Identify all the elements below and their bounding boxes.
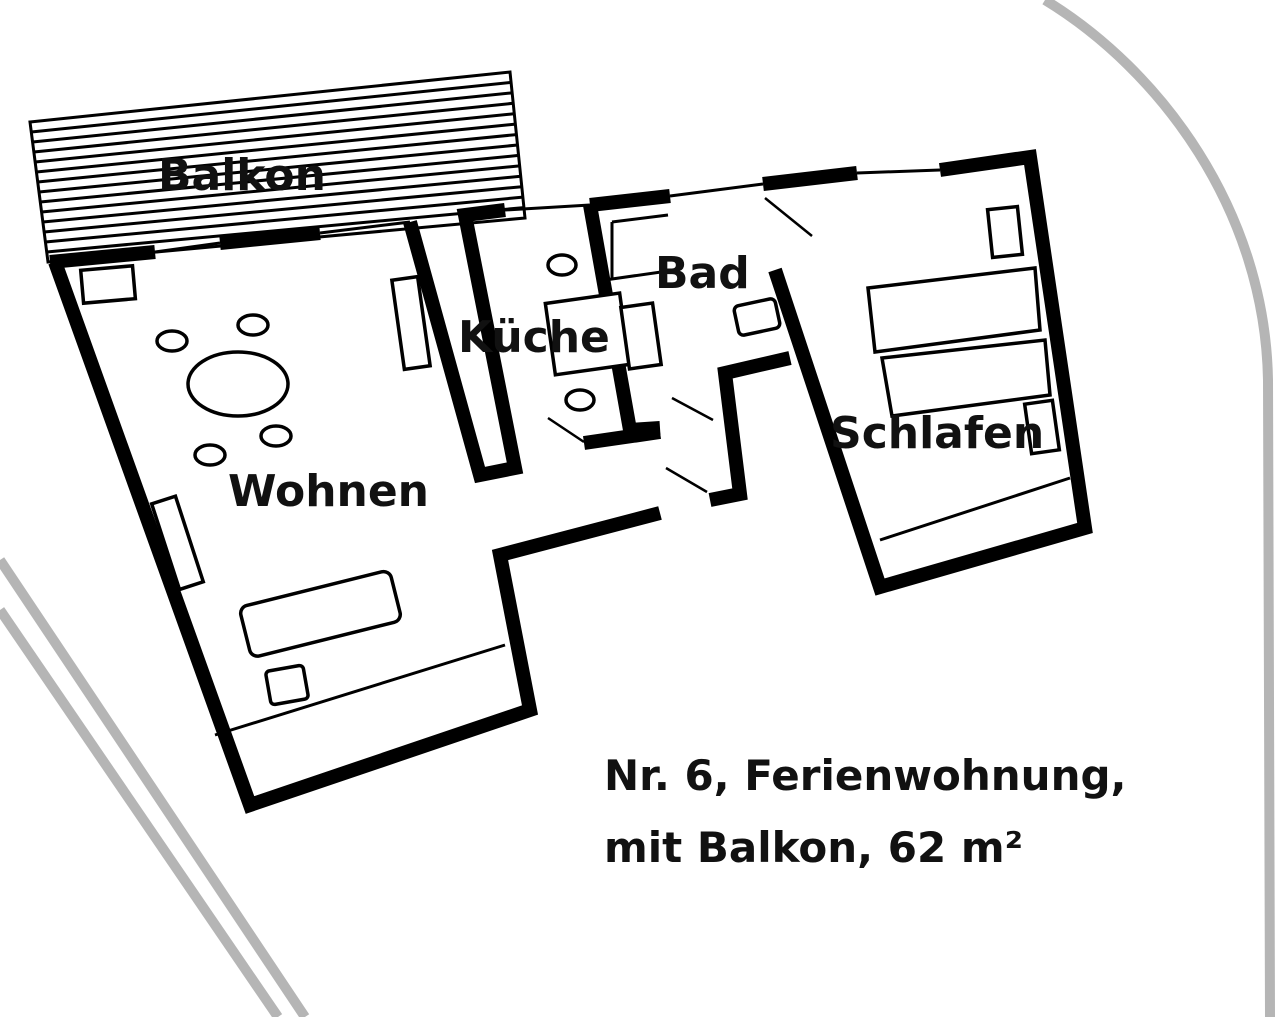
balcony-hatch-line [44,185,522,234]
balcony-hatch-line [38,143,518,194]
balcony-hatch-line [31,80,512,134]
balcony-hatch-line [41,164,520,214]
room-label-wohnen: Wohnen [228,466,429,517]
balcony-hatch-line [42,174,521,224]
balcony-hatch-line [32,91,513,144]
inner-lines [154,168,1071,737]
kitchen-furniture [543,253,664,412]
apartment-walls [48,149,1093,814]
apartment-caption-line2: mit Balkon, 62 m² [604,823,1023,872]
room-label-balkon: Balkon [158,150,326,201]
balcony-hatch-line [34,112,515,164]
balcony-hatch-line [36,122,516,174]
living-room-furniture [78,263,433,707]
room-label-bad: Bad [655,248,750,299]
room-label-schlafen: Schlafen [830,408,1044,459]
apartment-caption-line1: Nr. 6, Ferienwohnung, [604,751,1127,800]
balcony-hatch-line [40,153,519,204]
bedroom-furniture [866,204,1062,456]
balcony-hatch-line [33,101,514,154]
balcony-hatch-line [37,133,517,184]
door-swings [547,197,813,494]
bathroom-furniture [732,297,782,337]
balcony-hatch-line [45,195,523,244]
room-label-kueche: Küche [458,312,610,363]
